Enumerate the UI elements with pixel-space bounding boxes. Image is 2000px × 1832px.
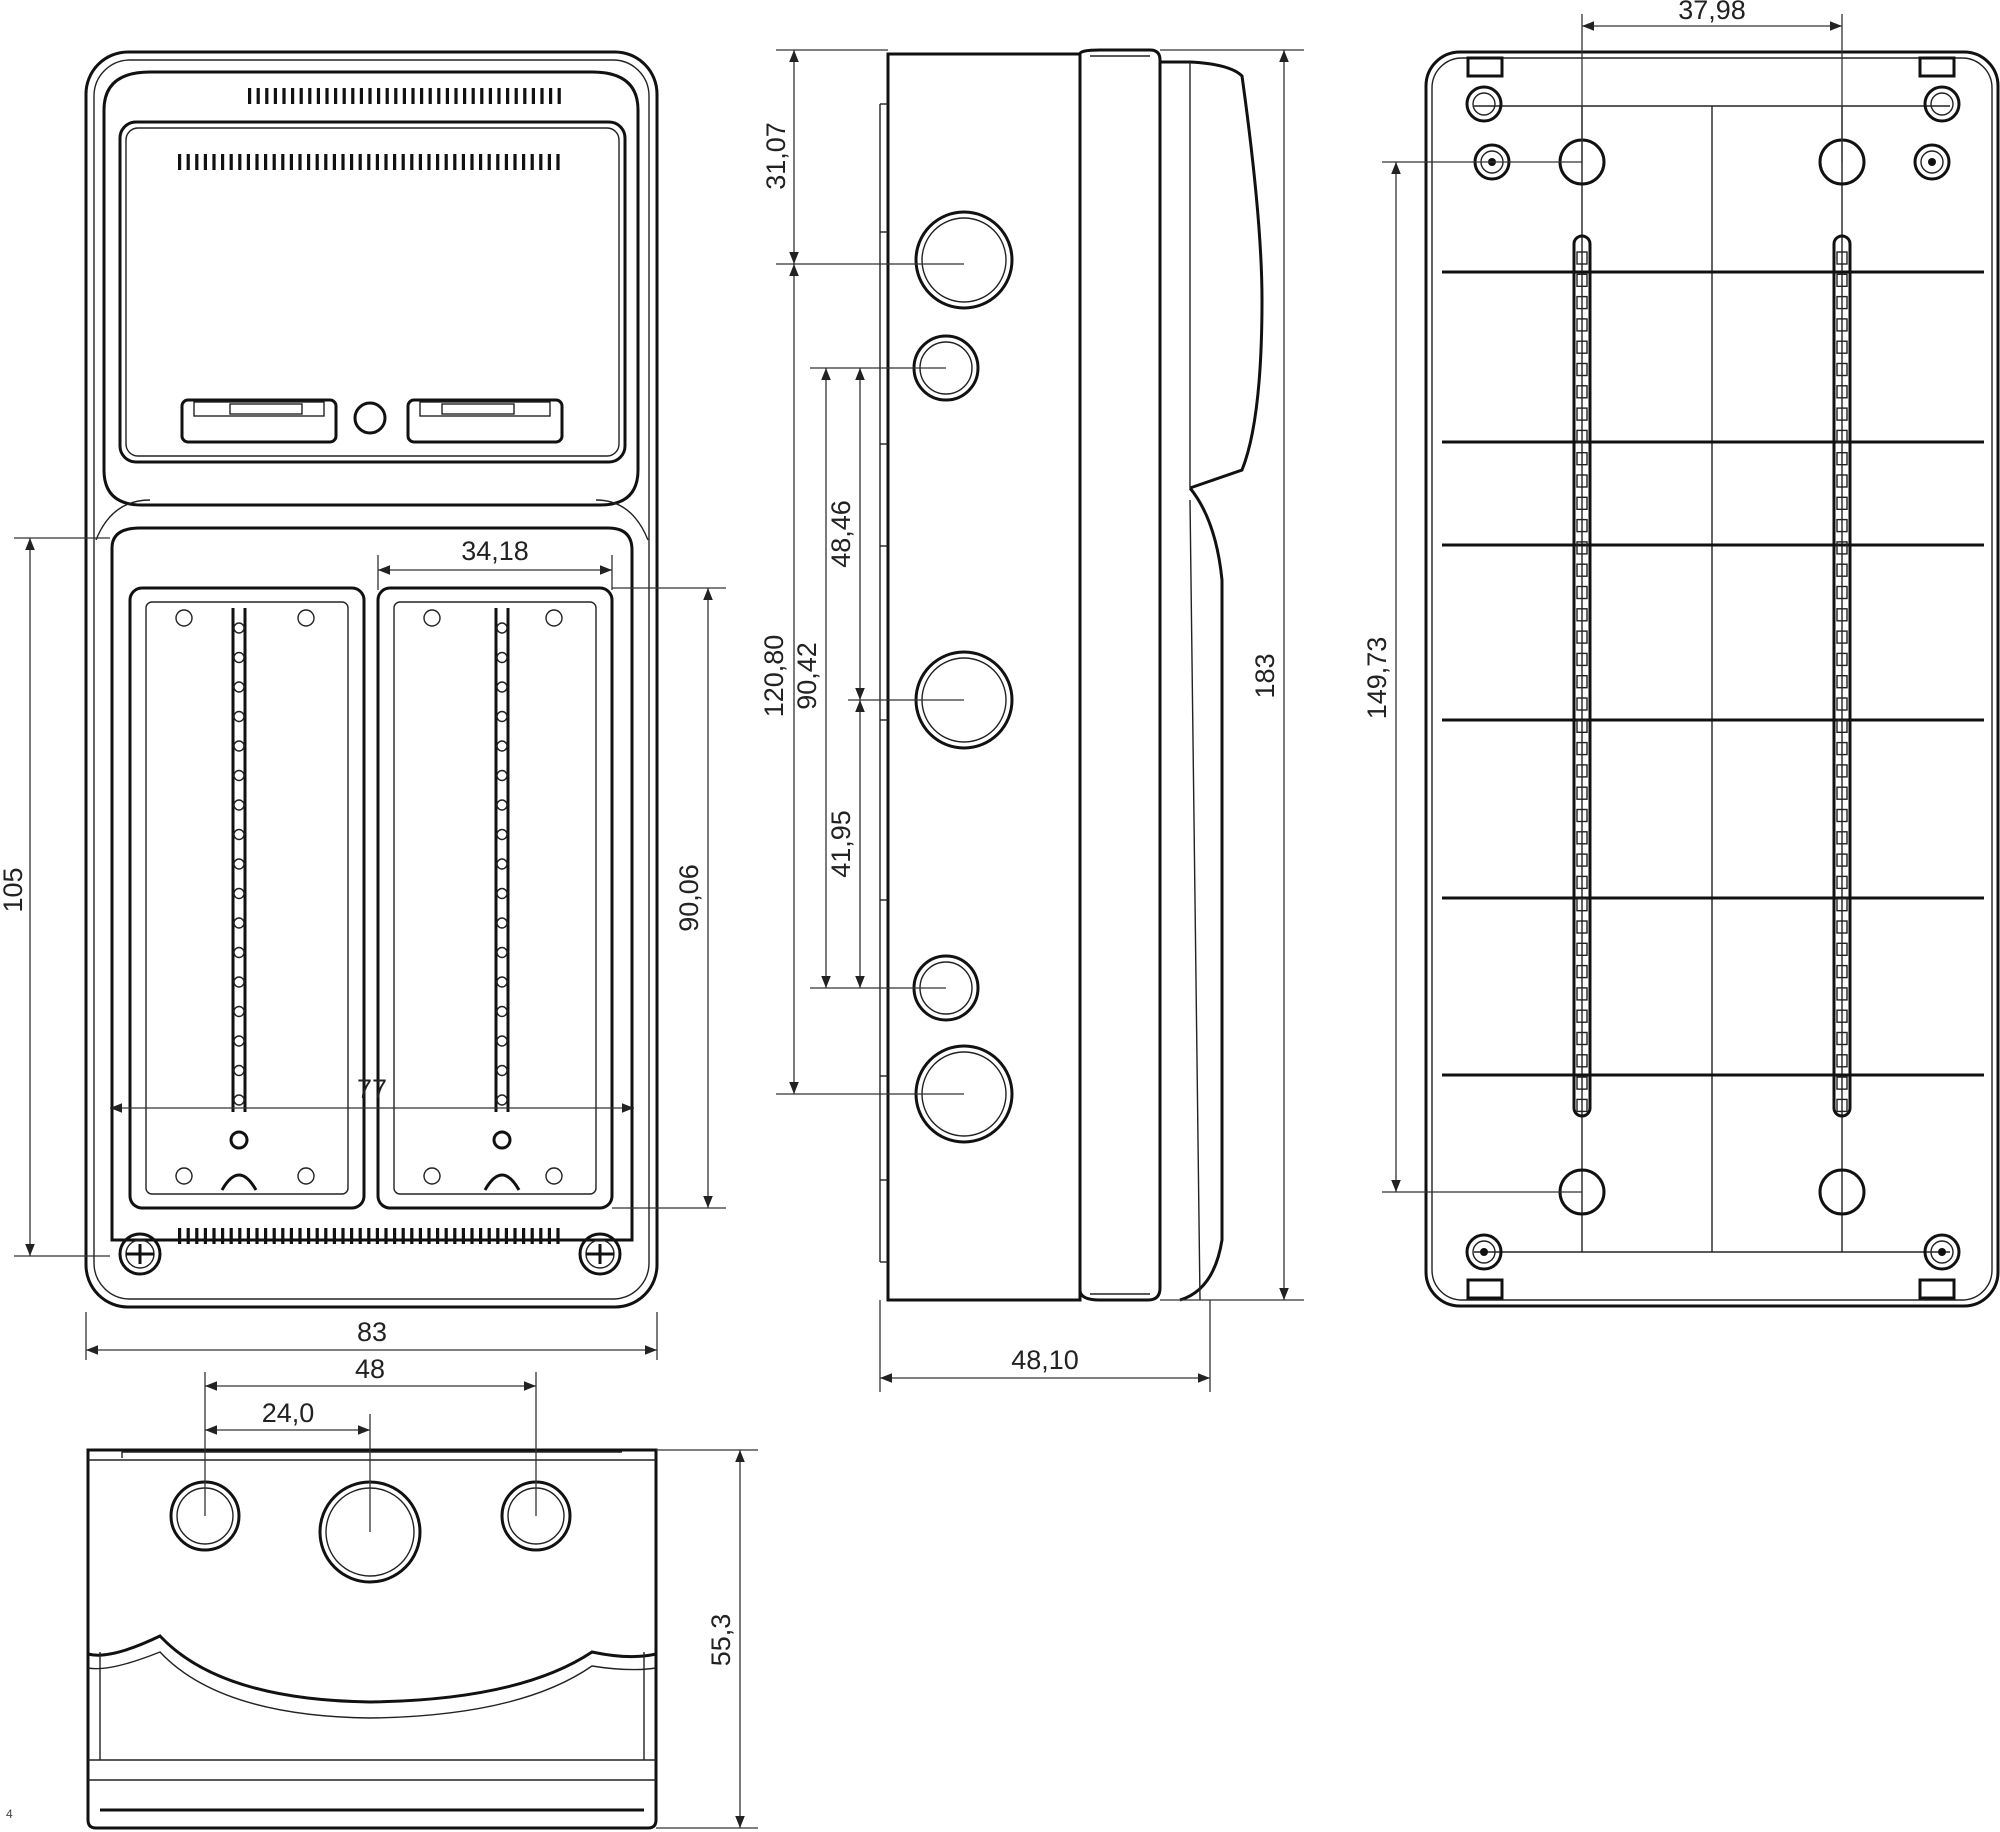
vent-slots-bottom (178, 1228, 560, 1244)
side-view (879, 48, 1264, 1302)
dim-label-120-80: 120,80 (759, 635, 789, 718)
back-view (1424, 50, 2000, 1308)
dim-label-90-06: 90,06 (674, 864, 704, 932)
back-dimensions: 37,98 149,73 (1362, 0, 1843, 1193)
front-dimensions: 105 34,18 90,06 77 83 (0, 536, 726, 1360)
dim-label-55-3: 55,3 (706, 1614, 736, 1667)
bottom-dimensions: 48 24,0 55,3 (204, 1354, 758, 1829)
latch-left (180, 398, 338, 444)
module-left (128, 586, 366, 1210)
screw-left-icon (118, 1232, 162, 1276)
back-mount-hole-br (1818, 1168, 1866, 1216)
vent-slots-window (178, 154, 560, 170)
dim-label-48: 48 (355, 1354, 385, 1384)
dim-label-41-95: 41,95 (826, 810, 856, 878)
back-frame-lines (1474, 105, 1950, 1253)
bottom-view (86, 1448, 658, 1830)
front-indicator-circle (353, 401, 387, 435)
dim-label-77: 77 (357, 1074, 387, 1104)
dim-label-48-10: 48,10 (1011, 1345, 1079, 1375)
dim-label-149-73: 149,73 (1362, 637, 1392, 720)
dim-label-31-07: 31,07 (761, 122, 791, 190)
dim-label-34-18: 34,18 (461, 536, 529, 566)
dim-label-183: 183 (1250, 653, 1280, 698)
dim-label-24-0: 24,0 (262, 1398, 315, 1428)
back-rails (1572, 234, 1852, 1118)
dim-label-105: 105 (0, 867, 28, 912)
latch-right (406, 398, 564, 444)
back-grid (1442, 270, 1984, 1077)
dim-label-90-42: 90,42 (792, 642, 822, 710)
front-view (84, 50, 659, 1309)
module-right (376, 586, 614, 1210)
side-hole-1 (914, 210, 1014, 310)
page-number: 4 (6, 1807, 13, 1821)
dim-label-48-46: 48,46 (826, 500, 856, 568)
screw-right-icon (578, 1232, 622, 1276)
back-screw-icon (1465, 85, 1961, 1271)
side-dimensions: 31,07 120,80 90,42 48,46 41,95 183 48,10 (759, 49, 1304, 1392)
vent-slots-top (248, 88, 561, 104)
dim-label-83: 83 (357, 1317, 387, 1347)
dim-label-37-98: 37,98 (1678, 0, 1746, 25)
